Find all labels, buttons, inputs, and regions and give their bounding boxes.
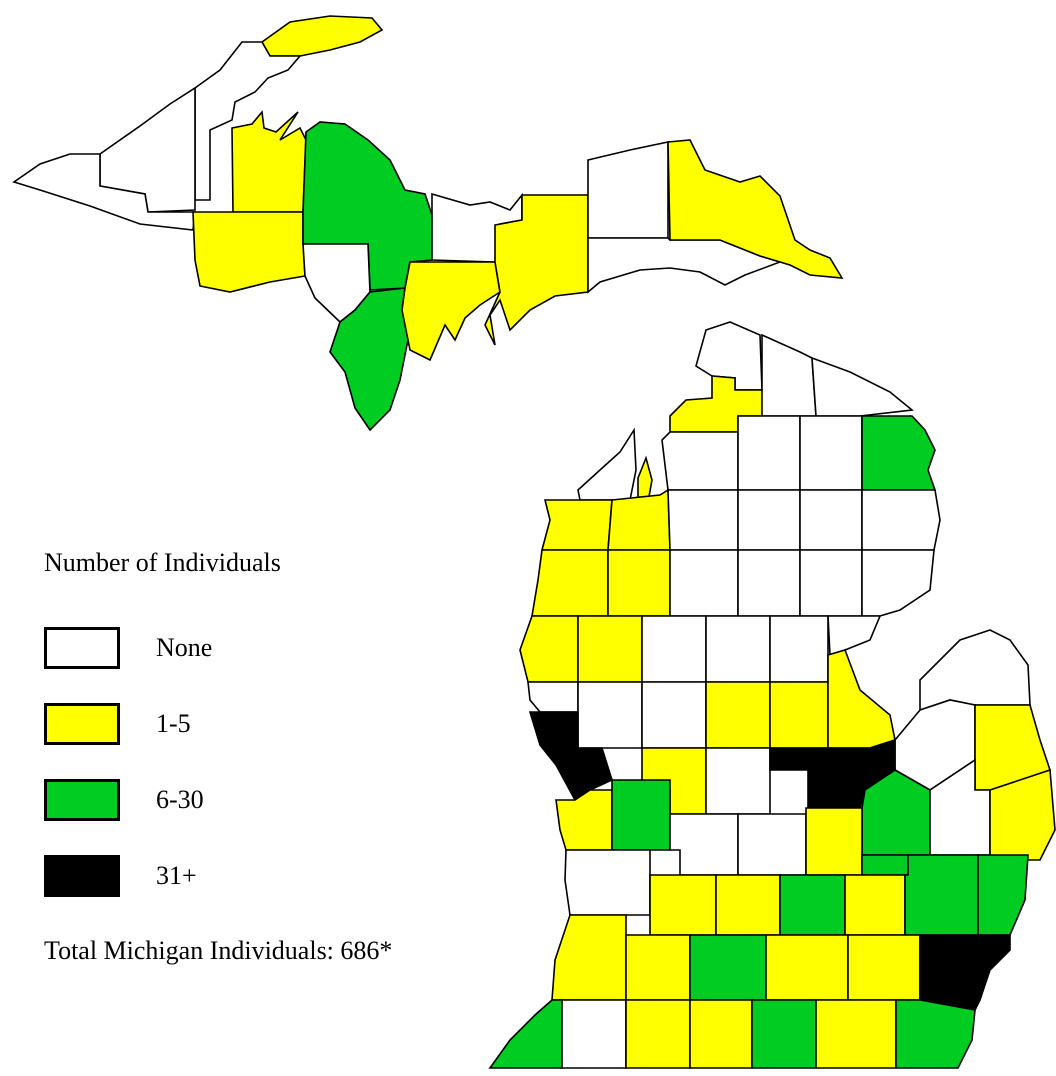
county-mason	[519, 615, 579, 683]
county-washtenaw	[847, 934, 921, 1001]
county-st-clair-top	[989, 768, 1056, 861]
county-lenawee	[815, 999, 897, 1069]
county-mecosta	[641, 681, 707, 749]
county-wexford	[607, 549, 671, 617]
county-kalamazoo	[625, 934, 691, 1001]
county-keweenaw	[260, 15, 384, 57]
legend-item-31-plus: 31+	[44, 853, 197, 899]
county-delta	[401, 261, 501, 362]
county-eaton	[715, 874, 781, 936]
county-montmorency	[799, 415, 863, 491]
county-alpena	[861, 415, 937, 491]
legend-swatch-6-30	[44, 779, 120, 821]
county-huron	[919, 629, 1031, 712]
county-clare	[705, 615, 771, 683]
county-ogemaw	[799, 549, 863, 617]
county-gogebic	[12, 153, 196, 231]
county-oceana	[527, 681, 579, 713]
county-van-buren	[551, 914, 627, 1001]
county-isabella	[705, 681, 771, 749]
county-gratiot	[705, 747, 771, 815]
county-oakland	[904, 854, 979, 936]
county-antrim	[661, 431, 739, 491]
county-berrien	[488, 999, 563, 1069]
county-chippewa	[667, 139, 844, 279]
county-midland	[769, 681, 829, 749]
legend-item-none: None	[44, 625, 212, 671]
legend-swatch-none	[44, 627, 120, 669]
county-st-joseph	[625, 999, 691, 1069]
county-lake	[577, 615, 643, 683]
county-calhoun	[689, 934, 767, 1001]
county-manistee	[531, 549, 609, 617]
county-ionia	[669, 813, 739, 876]
legend-swatch-1-5	[44, 703, 120, 745]
county-oscoda	[799, 489, 863, 551]
county-clinton	[737, 813, 807, 876]
county-branch	[689, 999, 753, 1069]
county-iron	[192, 211, 306, 293]
county-grand-traverse	[607, 488, 671, 551]
legend-label-6-30: 6-30	[156, 785, 204, 814]
county-crawford	[737, 489, 801, 551]
county-schoolcraft	[484, 194, 589, 346]
legend-item-6-30: 6-30	[44, 777, 204, 823]
legend-label-1-5: 1-5	[156, 709, 191, 738]
county-wayne	[919, 934, 1011, 1011]
county-kent	[611, 779, 671, 851]
county-cass	[561, 999, 627, 1069]
county-otsego	[737, 415, 801, 491]
county-arenac	[827, 615, 882, 657]
county-newaygo	[577, 681, 643, 749]
county-alcona	[861, 489, 941, 551]
county-shiawassee	[805, 807, 863, 876]
county-barry	[649, 874, 717, 936]
county-livingston	[844, 874, 906, 936]
legend-label-none: None	[156, 633, 213, 662]
county-kalkaska	[667, 489, 739, 551]
county-bay	[827, 649, 896, 749]
legend-label-31-plus: 31+	[156, 861, 197, 890]
total-individuals-label: Total Michigan Individuals: 686*	[44, 936, 393, 965]
county-macomb	[977, 854, 1029, 936]
county-jackson	[765, 934, 849, 1001]
county-roscommon	[737, 549, 801, 617]
county-iosco	[861, 549, 935, 617]
county-missaukee	[669, 549, 739, 617]
county-presque-isle	[811, 356, 914, 417]
county-ingham	[779, 874, 846, 936]
legend-title: Number of Individuals	[44, 548, 281, 577]
legend-item-1-5: 1-5	[44, 701, 191, 747]
county-luce	[587, 141, 669, 239]
county-monroe	[895, 999, 976, 1069]
county-gladwin	[769, 615, 829, 683]
county-baraga	[231, 110, 307, 213]
legend-swatch-31-plus	[44, 855, 120, 897]
county-grand-traverse-peninsula	[637, 455, 653, 503]
county-benzie	[540, 499, 613, 551]
county-genesee	[861, 854, 909, 876]
county-ottawa	[555, 789, 613, 851]
county-osceola	[641, 615, 707, 683]
county-leelanau	[577, 427, 637, 501]
county-muskegon	[528, 711, 613, 802]
county-allegan	[564, 849, 651, 916]
county-hillsdale	[751, 999, 817, 1069]
